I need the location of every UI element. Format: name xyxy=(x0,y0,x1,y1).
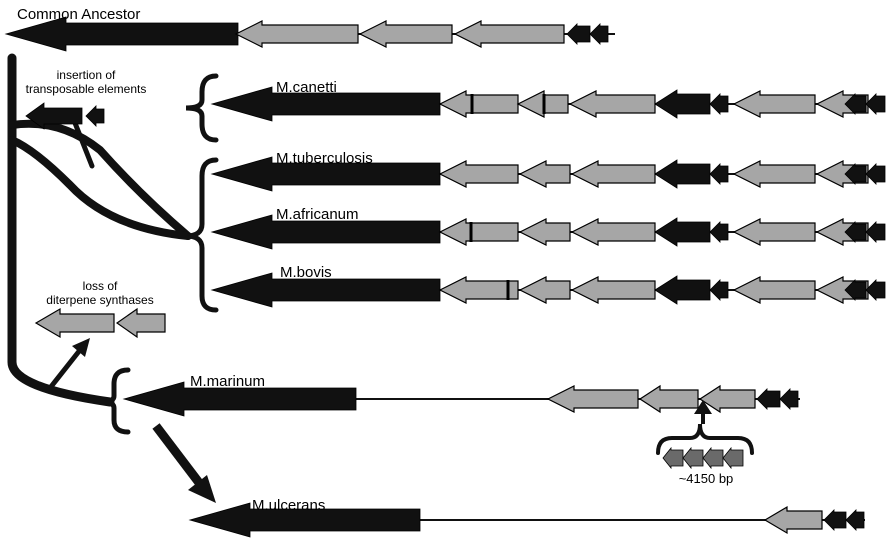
marinum-gene-grey-1 xyxy=(546,385,639,413)
tuberculosis-gene-grey-3 xyxy=(570,160,656,188)
tuberculosis-gene-black-small-3 xyxy=(865,163,886,185)
marinum-gene-black-large xyxy=(122,381,357,417)
bovis-gene-grey-3 xyxy=(570,276,656,304)
label-africanum: M.africanum xyxy=(276,206,359,223)
gene-arrows xyxy=(4,16,886,538)
tuberculosis-gene-black-medium xyxy=(654,159,711,189)
africanum-gene-grey-2 xyxy=(518,218,571,246)
ulcerans-gene-black-small-2 xyxy=(845,509,865,531)
tuberculosis-gene-grey-1 xyxy=(438,160,519,188)
brace-size xyxy=(656,423,754,455)
tree-branch-mtb-lower xyxy=(8,136,192,240)
tuberculosis-gene-black-small-1 xyxy=(709,163,729,185)
marinum-gene-grey-2 xyxy=(638,384,699,414)
loss-gene-grey-2 xyxy=(115,307,166,339)
small-gene-2 xyxy=(682,446,704,470)
africanum-gene-black-small-1 xyxy=(709,221,729,243)
annotation-loss: loss of diterpene synthases xyxy=(40,279,160,308)
label-canetti: M.canetti xyxy=(276,79,337,96)
africanum-gene-grey-3 xyxy=(570,218,656,246)
loss-pointer-stem xyxy=(48,348,82,390)
brace-complex xyxy=(185,157,219,313)
canetti-gene-black-small-1 xyxy=(709,93,729,115)
ulcerans-gene-black-small-1 xyxy=(823,509,847,531)
bovis-gene-black-small-3 xyxy=(865,279,886,301)
canetti-mutation-mark-2 xyxy=(542,94,546,114)
annotation-insertion: insertion of transposable elements xyxy=(22,68,150,97)
pointer-arrows xyxy=(48,338,712,503)
label-marinum: M.marinum xyxy=(190,373,266,390)
marinum-gene-grey-3 xyxy=(698,384,756,414)
marinum-gene-black-small-1 xyxy=(756,388,781,410)
tree-branch-insertion xyxy=(72,120,95,169)
canetti-gene-grey-1 xyxy=(438,90,519,118)
ulcerans-gene-grey-1 xyxy=(763,505,823,535)
bovis-gene-grey-4 xyxy=(732,276,816,304)
tuberculosis-gene-grey-4 xyxy=(732,160,816,188)
canetti-gene-grey-4 xyxy=(732,90,816,118)
annotation-loss-line2: diterpene synthases xyxy=(46,293,154,308)
label-common-ancestor: Common Ancestor xyxy=(17,6,141,23)
africanum-gene-black-medium xyxy=(654,217,711,247)
small-gene-3 xyxy=(702,446,724,470)
annotation-size: ~4150 bp xyxy=(678,471,734,486)
ancestor-gene-grey-1 xyxy=(234,20,359,48)
africanum-mutation-mark-1 xyxy=(469,222,473,242)
bovis-gene-black-small-1 xyxy=(709,279,729,301)
brace-marinum xyxy=(101,367,131,435)
bovis-mutation-mark-1 xyxy=(506,280,510,300)
small-gene-1 xyxy=(662,446,684,470)
marinum-gene-black-small-2 xyxy=(779,388,799,410)
africanum-gene-grey-4 xyxy=(732,218,816,246)
canetti-gene-black-small-3 xyxy=(865,93,886,115)
canetti-gene-grey-3 xyxy=(568,90,656,118)
marinum-insertion-pointer xyxy=(694,400,712,414)
tree-branch-mtb-upper xyxy=(8,119,192,240)
africanum-gene-black-small-3 xyxy=(865,221,886,243)
insertion-gene-black-1 xyxy=(25,102,83,130)
canetti-gene-black-medium xyxy=(654,89,711,119)
annotation-insertion-line2: transposable elements xyxy=(25,82,147,97)
tree-trunk xyxy=(7,53,115,407)
insertion-gene-black-2 xyxy=(85,105,105,127)
annotation-loss-line1: loss of xyxy=(82,279,118,293)
label-bovis: M.bovis xyxy=(280,264,332,281)
bovis-gene-black-medium xyxy=(654,275,711,305)
label-tuberculosis: M.tuberculosis xyxy=(276,150,373,167)
annotation-insertion-line1: insertion of xyxy=(56,68,116,82)
ancestor-gene-black-small-2 xyxy=(589,23,609,45)
ancestor-gene-black-small-1 xyxy=(566,23,591,45)
africanum-gene-grey-1 xyxy=(438,218,519,246)
bovis-gene-grey-1 xyxy=(438,276,519,304)
ancestor-gene-grey-2 xyxy=(358,20,453,48)
loss-gene-grey-1 xyxy=(34,307,115,339)
ancestor-gene-grey-3 xyxy=(453,20,565,48)
small-gene-4 xyxy=(722,446,744,470)
brace-canetti xyxy=(185,73,219,143)
bovis-gene-grey-2 xyxy=(518,276,571,304)
canetti-mutation-mark-1 xyxy=(470,94,474,114)
phylogeny-tree xyxy=(7,53,754,455)
ulcerans-gene-black-large xyxy=(188,502,421,538)
ulcerans-pointer-stem xyxy=(152,423,204,487)
label-ulcerans: M.ulcerans xyxy=(252,497,326,514)
loss-pointer-head xyxy=(72,338,90,357)
tuberculosis-gene-grey-2 xyxy=(518,160,571,188)
ulcerans-pointer-head xyxy=(188,475,216,503)
